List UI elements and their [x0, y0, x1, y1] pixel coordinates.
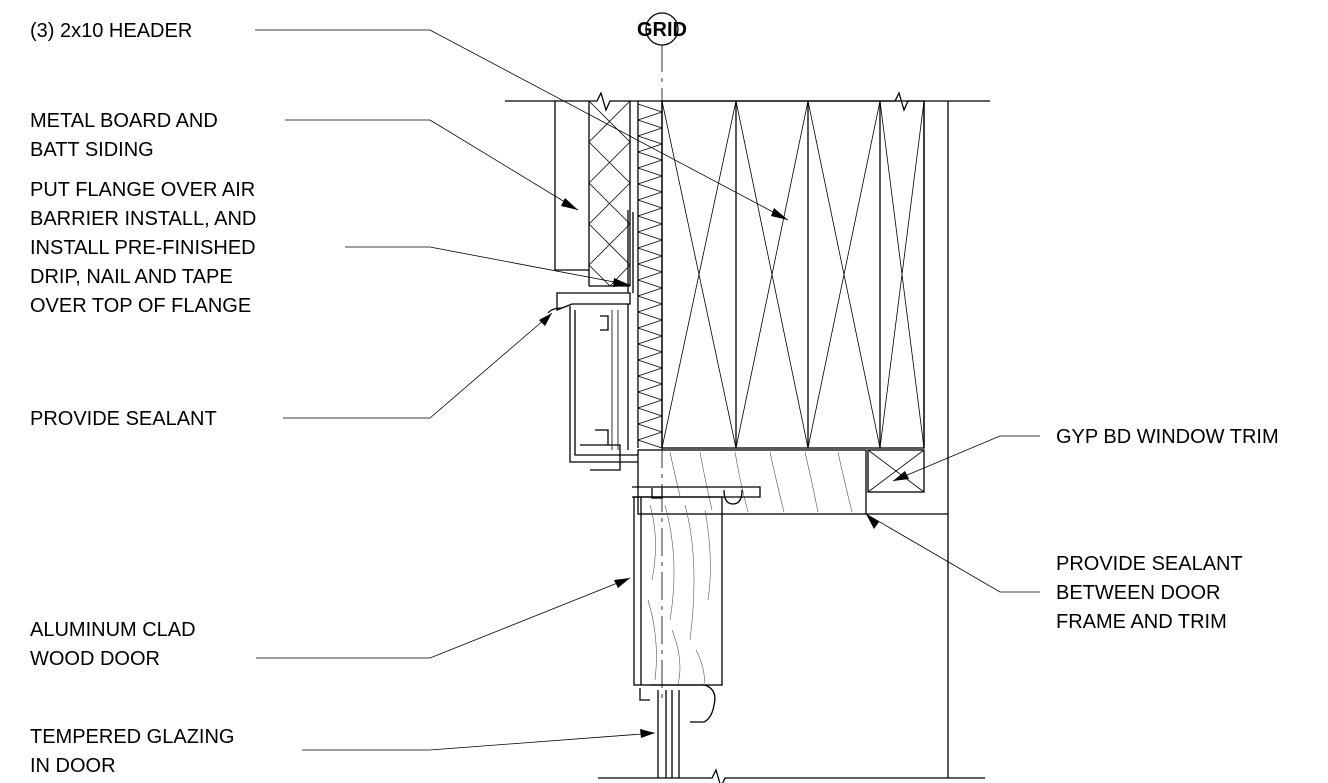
- grid-label: GRID: [637, 19, 687, 41]
- callout-labels: (3) 2x10 HEADER METAL BOARD AND BATT SID…: [30, 20, 1279, 777]
- interior-wall: [866, 101, 949, 778]
- sheathing-air-barrier: [636, 101, 664, 449]
- tempered-glazing: [657, 690, 680, 778]
- door-frame-stop: [632, 486, 761, 505]
- leader-lines: [255, 29, 1040, 751]
- callout-glazing-line-2: IN DOOR: [30, 755, 116, 777]
- callout-door-line-1: ALUMINUM CLAD: [30, 619, 196, 641]
- wood-head-jamb: [637, 449, 867, 515]
- callout-sealant-trim-line-1: PROVIDE SEALANT: [1056, 553, 1243, 575]
- aluminum-frame-head: [547, 210, 638, 471]
- callout-siding-line-2: BATT SIDING: [30, 139, 154, 161]
- callout-flange-line-1: PUT FLANGE OVER AIR: [30, 179, 255, 201]
- callout-gyp-trim-line-1: GYP BD WINDOW TRIM: [1056, 426, 1279, 448]
- callout-sealant-trim-line-3: FRAME AND TRIM: [1056, 611, 1227, 633]
- callout-flange-line-2: BARRIER INSTALL, AND: [30, 208, 256, 230]
- callout-sealant-line-1: PROVIDE SEALANT: [30, 408, 217, 430]
- callout-flange-line-3: INSTALL PRE-FINISHED: [30, 237, 256, 259]
- callout-sealant-trim-line-2: BETWEEN DOOR: [1056, 582, 1220, 604]
- callout-header-line-1: (3) 2x10 HEADER: [30, 20, 192, 42]
- callout-siding-line-1: METAL BOARD AND: [30, 110, 218, 132]
- callout-glazing-line-1: TEMPERED GLAZING: [30, 726, 234, 748]
- callout-door-line-2: WOOD DOOR: [30, 648, 160, 670]
- wood-door-section: [633, 496, 723, 723]
- callout-flange-line-5: OVER TOP OF FLANGE: [30, 295, 251, 317]
- gyp-bd-trim: [867, 449, 925, 493]
- bottom-break-line: [598, 768, 985, 783]
- callout-flange-line-4: DRIP, NAIL AND TAPE: [30, 266, 233, 288]
- header-framing: [661, 100, 925, 449]
- siding-batt-insulation: [554, 100, 631, 287]
